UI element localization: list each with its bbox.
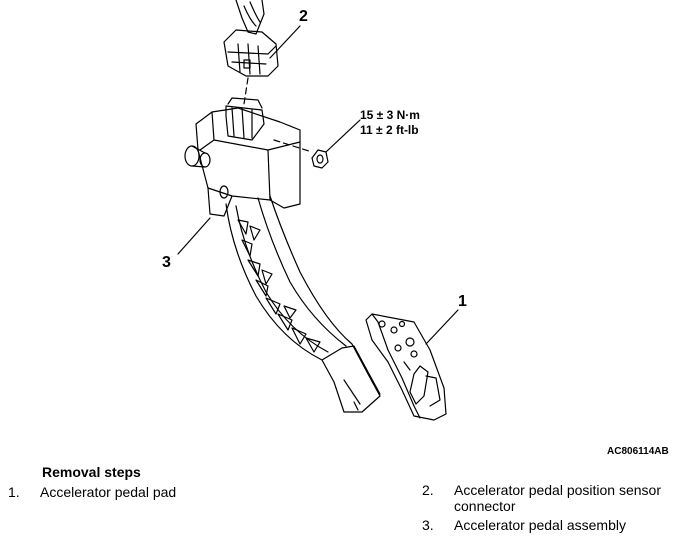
callout-1: 1	[458, 293, 467, 310]
step-number: 2.	[422, 482, 434, 498]
leader-lines	[177, 25, 459, 345]
torque-imperial: 11 ± 2 ft-lb	[360, 123, 419, 137]
mounting-nut-drawing	[311, 149, 329, 169]
callout-2: 2	[299, 8, 308, 25]
figure-id: AC806114AB	[607, 446, 669, 457]
sensor-connector-drawing	[223, 0, 279, 77]
torque-spec: 15 ± 3 N·m 11 ± 2 ft-lb	[360, 108, 420, 138]
step-text: Accelerator pedal pad	[40, 484, 177, 500]
pedal-assembly-diagram	[177, 0, 459, 421]
removal-step-2: 2. Accelerator pedal position sensor con…	[422, 482, 684, 516]
removal-steps-title: Removal steps	[42, 464, 141, 480]
callout-3: 3	[162, 254, 171, 271]
step-text: Accelerator pedal assembly	[454, 517, 626, 533]
pedal-pad-drawing	[365, 313, 447, 421]
pedal-assembly-drawing	[184, 97, 381, 413]
step-number: 1.	[8, 484, 20, 500]
alignment-lines	[243, 77, 313, 153]
torque-metric: 15 ± 3 N·m	[360, 108, 420, 122]
step-number: 3.	[422, 517, 434, 533]
step-text: Accelerator pedal position sensor connec…	[454, 482, 662, 514]
